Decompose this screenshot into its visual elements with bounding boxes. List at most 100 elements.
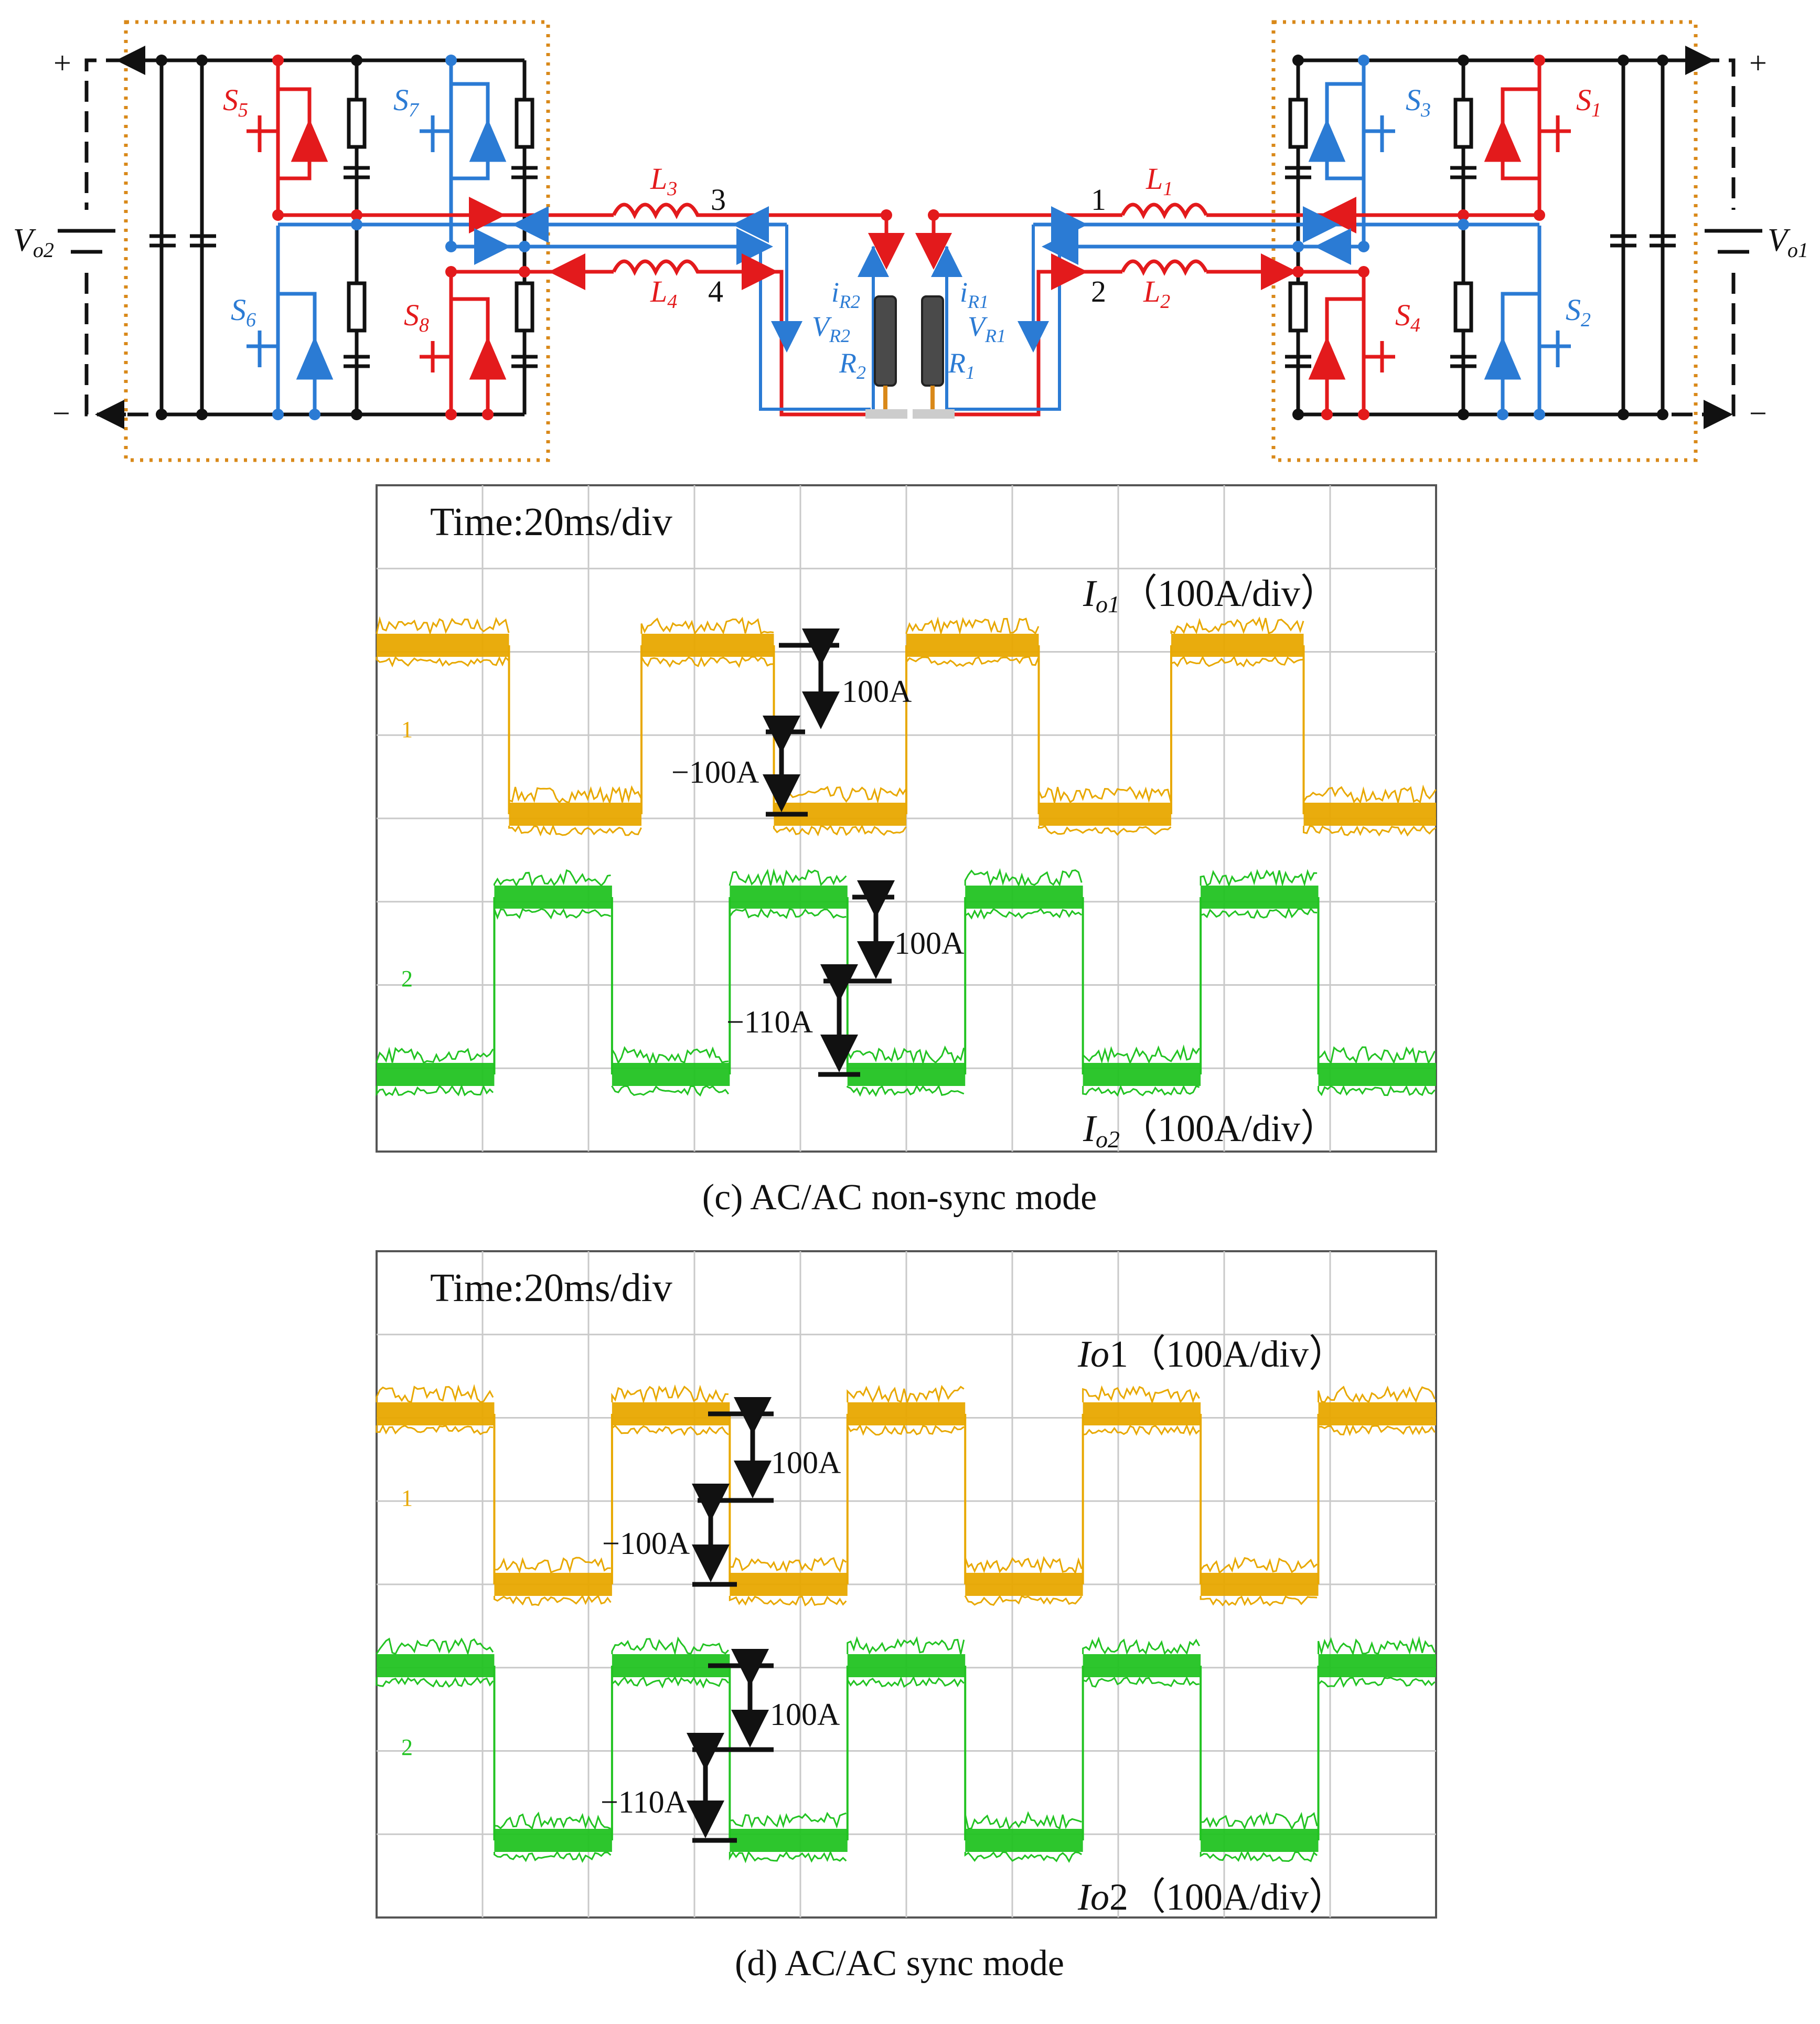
ch2-marker: 2 [401,966,413,992]
io1-segment [1038,786,1172,836]
io1-segment [847,1384,966,1436]
current-label-ir1: iR1 [960,276,989,312]
scope-traces [376,616,1437,1097]
inductor-label-l2: L2 [1143,274,1170,313]
scope-traces [376,1384,1436,1863]
io2-segment [847,1045,966,1097]
io1-segment [1082,1385,1201,1436]
annotation-100a-1: 100A [842,674,912,709]
io1-segment [1200,1556,1319,1607]
io1-segment [964,1556,1083,1606]
inductors [612,203,1208,417]
io1-segment [493,1557,612,1606]
annotation-100a-2: 100A [770,1697,840,1732]
switch-label-s7: S7 [393,83,420,121]
io1-segment [640,616,774,668]
io2-label: Io2（100A/div） [1083,1107,1338,1153]
right-source-label: Vo1 [1768,222,1808,262]
io1-label: Io1（100A/div） [1083,572,1338,617]
right-minus-label: − [1749,396,1767,431]
io2-segment [729,868,848,919]
inductor-label-l3: L3 [650,162,677,200]
io2-label: Io2（100A/div） [1077,1876,1346,1918]
right-inverter [1285,58,1676,417]
io2-segment [964,1811,1083,1863]
switch-label-s1: S1 [1576,83,1601,121]
left-source-label: Vo2 [13,222,54,262]
time-scale-label: Time:20ms/div [430,500,672,544]
right-midpoint-lines [1033,213,1539,274]
io2-segment [847,1636,966,1688]
caption-c: (c) AC/AC non-sync mode [702,1177,1097,1218]
io1-segment [611,1384,730,1436]
io1-segment [1170,616,1304,668]
inductor-label-l4: L4 [650,274,677,313]
io1-segment [1303,784,1437,837]
io2-segment [493,869,612,920]
resistor-r2 [874,295,897,387]
node-label-3: 3 [711,183,726,217]
scope-panel-c: Time:20ms/div Io1（100A/div） Io2（100A/div… [376,484,1437,1153]
left-converter-box [124,20,550,462]
current-label-ir2: iR2 [831,276,860,312]
io2-segment [1082,1636,1201,1688]
ch1-marker: 1 [401,1485,413,1511]
io1-segment [1318,1386,1436,1436]
right-plus-label: + [1749,46,1767,80]
node-label-2: 2 [1091,274,1106,308]
annotation-neg110a: −110A [601,1785,687,1819]
measure-annotations [763,628,895,1077]
io1-segment [508,785,642,837]
io1-segment [376,616,510,668]
right-converter-box [1271,20,1698,462]
measure-annotations [687,1397,774,1843]
inductor-label-l1: L1 [1145,162,1173,200]
annotation-neg100a: −100A [671,755,759,790]
resistor-label-r1: R1 [948,347,975,383]
resistor-label-r2: R2 [839,347,866,383]
io2-segment [1082,1044,1201,1097]
annotation-100a-1: 100A [771,1445,841,1480]
annotation-100a-2: 100A [894,926,964,961]
left-source-wiring [58,58,157,417]
ch1-marker: 1 [401,717,413,742]
ch2-marker: 2 [401,1734,413,1760]
io2-segment [1200,1811,1319,1862]
io1-segment [729,1557,848,1607]
io2-segment [376,1047,495,1096]
node-label-1: 1 [1091,183,1106,217]
node-dots [156,55,1668,420]
switch-label-s5: S5 [223,83,248,121]
left-plus-label: + [53,46,71,80]
io2-segment [1318,1046,1436,1096]
voltage-label-vr2: VR2 [812,311,850,346]
resistor-r1 [921,295,944,387]
io2-segment [493,1812,612,1863]
switch-label-s4: S4 [1395,298,1420,336]
annotation-neg110a: −110A [726,1005,813,1039]
left-inverter [149,58,538,417]
io2-segment [964,868,1083,920]
io2-segment [1200,869,1319,919]
io2-segment [1318,1636,1436,1688]
blue-current-paths [759,225,1061,411]
left-minus-label: − [52,396,70,431]
switch-label-s6: S6 [231,293,256,331]
io2-segment [611,1046,730,1097]
scope-panel-d: Time:20ms/div Io1（100A/div） Io2（100A/div… [376,1250,1437,1919]
io1-segment [376,1384,495,1435]
switch-label-s3: S3 [1406,83,1431,121]
switch-label-s2: S2 [1566,293,1591,331]
node-label-4: 4 [708,274,723,308]
time-scale-label: Time:20ms/div [430,1266,672,1310]
io1-label: Io1（100A/div） [1077,1333,1346,1375]
current-arrows [462,197,1364,353]
switch-label-s8: S8 [404,298,429,336]
circuit-diagram: + − Vo2 [13,20,1808,462]
io1-segment [905,616,1040,667]
caption-d: (d) AC/AC sync mode [735,1943,1064,1984]
voltage-label-vr1: VR1 [968,311,1006,346]
right-source-wiring [1668,58,1762,417]
annotation-neg100a: −100A [602,1526,690,1561]
